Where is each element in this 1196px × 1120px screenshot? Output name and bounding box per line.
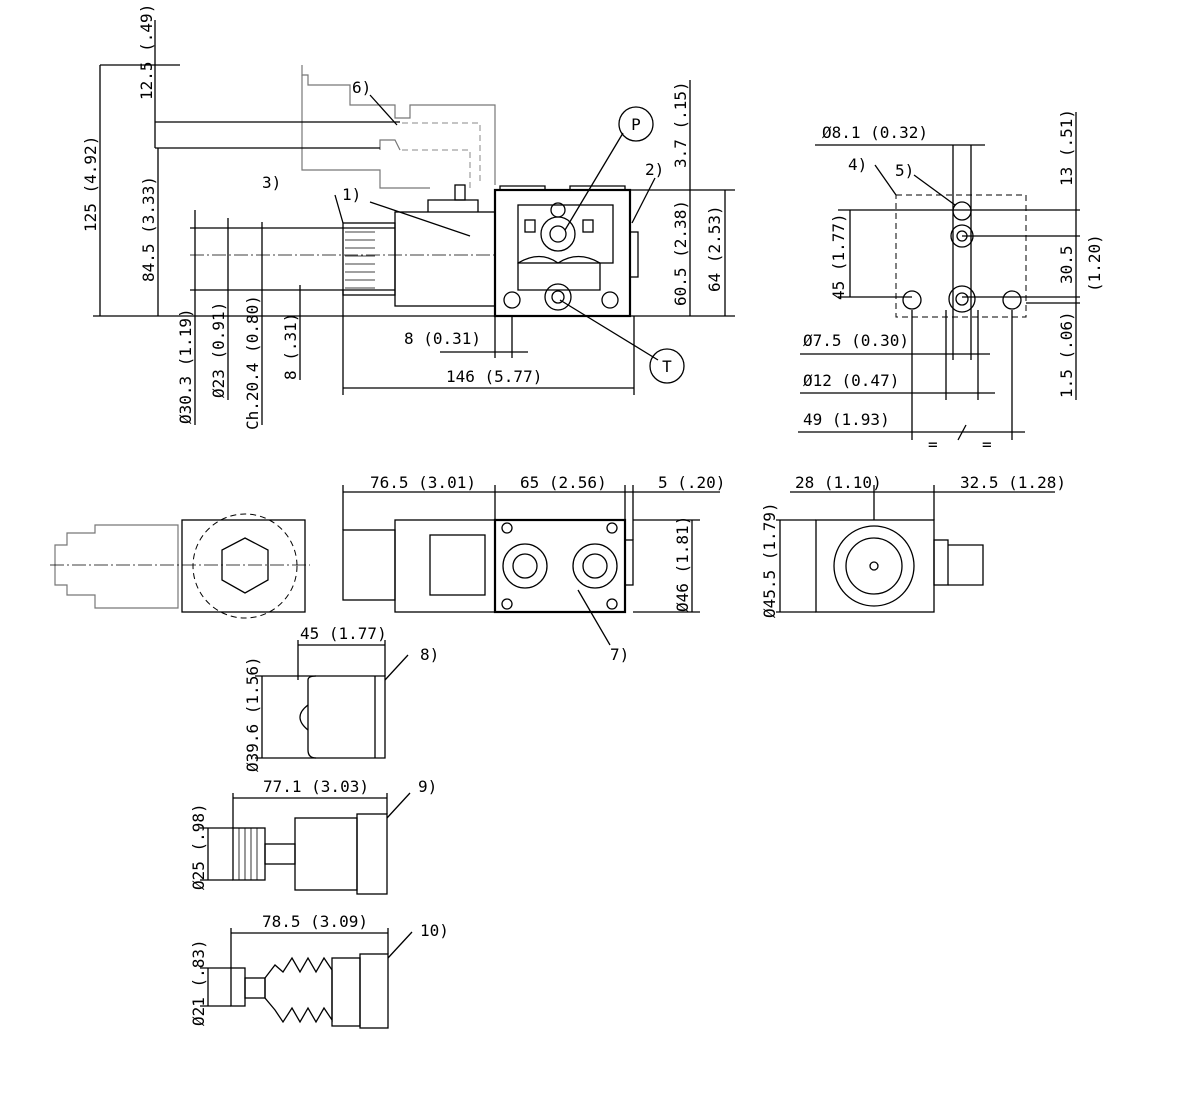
manual-override-knob bbox=[342, 222, 396, 296]
coil-plan bbox=[394, 519, 496, 613]
phantom-connector-outline bbox=[301, 65, 496, 190]
solenoid-coil bbox=[394, 211, 496, 307]
dim-5: 5 (.20) bbox=[658, 473, 725, 492]
plan-view: 7) 76.5 (3.01) 65 (2.56) 5 (.20) Ø46 (1.… bbox=[50, 473, 725, 664]
dim-7-5: Ø7.5 (0.30) bbox=[803, 331, 909, 350]
dim-3-7: 3.7 (.15) bbox=[671, 81, 690, 168]
dim-146: 146 (5.77) bbox=[446, 367, 542, 386]
equal-sign-right: = bbox=[982, 435, 992, 454]
dim-ch20-4: Ch.20.4 (0.80) bbox=[243, 295, 262, 430]
knob-plan bbox=[342, 529, 396, 601]
dim-28: 28 (1.10) bbox=[795, 473, 882, 492]
option-10-boot: 78.5 (3.09) Ø21 (.83) 10) bbox=[189, 912, 449, 1029]
dim-23: Ø23 (0.91) bbox=[209, 302, 228, 398]
dim-60-5: 60.5 (2.38) bbox=[671, 200, 690, 306]
coil-connector bbox=[427, 199, 479, 212]
dim-13: 13 (.51) bbox=[1057, 109, 1076, 186]
dim-49: 49 (1.93) bbox=[803, 410, 890, 429]
equal-sign-left: = bbox=[928, 435, 938, 454]
dim-30-5-inch: (1.20) bbox=[1085, 234, 1104, 292]
callout-6: 6) bbox=[352, 78, 371, 97]
dim-65: 65 (2.56) bbox=[520, 473, 607, 492]
dim-76-5: 76.5 (3.01) bbox=[370, 473, 476, 492]
valve-body bbox=[493, 188, 632, 318]
valve-body-plan bbox=[493, 518, 627, 614]
callout-10: 10) bbox=[420, 921, 449, 940]
dim-125: 125 (4.92) bbox=[81, 136, 100, 232]
dim-39-6: Ø39.6 (1.56) bbox=[243, 656, 262, 772]
dim-1-5: 1.5 (.06) bbox=[1057, 311, 1076, 398]
dim-30-5: 30.5 bbox=[1057, 245, 1076, 284]
dim-46: Ø46 (1.81) bbox=[673, 516, 692, 612]
dim-45-177: 45 (1.77) bbox=[829, 213, 848, 300]
dim-45-5: Ø45.5 (1.79) bbox=[760, 502, 779, 618]
option-9-knob: 77.1 (3.03) Ø25 (.98) 9) bbox=[189, 777, 437, 895]
end-view: 28 (1.10) 32.5 (1.28) Ø45.5 (1.79) bbox=[760, 473, 1066, 618]
coil-end-view bbox=[181, 519, 306, 613]
dim-64: 64 (2.53) bbox=[705, 205, 724, 292]
dim-32-5: 32.5 (1.28) bbox=[960, 473, 1066, 492]
dim-84-5: 84.5 (3.33) bbox=[139, 176, 158, 282]
callout-4: 4) bbox=[848, 155, 867, 174]
port-t-label: T bbox=[662, 357, 672, 376]
dim-8-031: 8 (0.31) bbox=[404, 329, 481, 348]
callout-2: 2) bbox=[645, 160, 664, 179]
dim-25: Ø25 (.98) bbox=[189, 803, 208, 890]
dim-8-1: Ø8.1 (0.32) bbox=[822, 123, 928, 142]
mounting-pattern: Ø8.1 (0.32) 4) 5) 13 (.51) 45 (1.77) 30.… bbox=[798, 109, 1104, 454]
dim-77-1: 77.1 (3.03) bbox=[263, 777, 369, 796]
callout-8: 8) bbox=[420, 645, 439, 664]
dim-78-5: 78.5 (3.09) bbox=[262, 912, 368, 931]
callout-7: 7) bbox=[610, 645, 629, 664]
dim-30-3: Ø30.3 (1.19) bbox=[176, 308, 195, 424]
callout-3: 3) bbox=[262, 173, 281, 192]
dim-8-31: 8 (.31) bbox=[281, 313, 300, 380]
port-p-marker bbox=[618, 106, 654, 142]
dim-21: Ø21 (.83) bbox=[189, 939, 208, 1026]
port-p-label: P bbox=[631, 115, 641, 134]
dim-45-h: 45 (1.77) bbox=[300, 624, 387, 643]
knob-knurl bbox=[345, 231, 375, 289]
callout-1: 1) bbox=[342, 185, 361, 204]
callout-5: 5) bbox=[895, 161, 914, 180]
option-8-knob: 45 (1.77) Ø39.6 (1.56) 8) bbox=[243, 624, 439, 772]
port-t-marker bbox=[649, 348, 685, 384]
side-view: P T 1) 2) 3) 6) 12.5 (.49) 125 (4.92) 84… bbox=[81, 4, 735, 430]
callout-9: 9) bbox=[418, 777, 437, 796]
dim-12-5: 12.5 (.49) bbox=[137, 4, 156, 100]
mounting-face-outline bbox=[895, 194, 1027, 318]
dim-12: Ø12 (0.47) bbox=[803, 371, 899, 390]
